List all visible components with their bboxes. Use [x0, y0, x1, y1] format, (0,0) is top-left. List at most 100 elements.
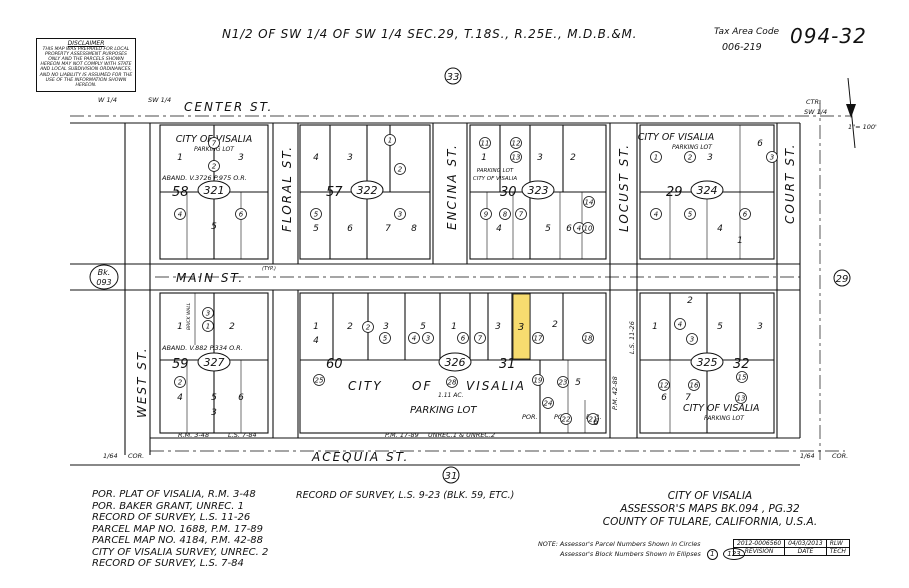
parcel-number[interactable]: 7	[685, 393, 691, 403]
parcel-number[interactable]: 18	[584, 335, 593, 343]
parcel-number[interactable]: 3	[690, 336, 694, 344]
parcel-number[interactable]: 4	[717, 224, 723, 234]
parcel-number[interactable]: 7	[519, 211, 524, 219]
parcel-circle	[739, 208, 751, 220]
parcel-number[interactable]: 5	[545, 224, 551, 234]
block-label-322: 322	[357, 184, 378, 197]
parcel-number[interactable]: 8	[503, 211, 508, 219]
parcel-number[interactable]: 6	[347, 224, 353, 234]
parcel-number[interactable]: 4	[178, 211, 182, 219]
parcel-number[interactable]: 12	[512, 140, 521, 148]
parcel-number[interactable]: 1	[654, 154, 658, 162]
parcel-number[interactable]: 3	[770, 154, 774, 162]
parcel-number[interactable]: 2	[570, 153, 576, 163]
parcel-number[interactable]: 23	[559, 379, 568, 387]
street-floral: FLORAL ST.	[280, 145, 294, 232]
parcel-number[interactable]: 13	[737, 395, 746, 403]
parcel-number[interactable]: 1	[388, 137, 392, 145]
parcel-number[interactable]: 2	[347, 322, 353, 332]
book-ref-right	[833, 269, 851, 287]
parcel-number[interactable]: 2	[229, 322, 235, 332]
parcel-number[interactable]: 8	[411, 224, 417, 234]
parcel-number[interactable]: 6	[566, 224, 572, 234]
title-line-1: CITY OF VISALIA	[667, 490, 753, 502]
parcel-number[interactable]: 3	[495, 322, 501, 332]
parcel-number[interactable]: 1	[652, 322, 658, 332]
parcel-number[interactable]: 3	[426, 335, 430, 343]
highlighted-parcel[interactable]	[512, 293, 531, 360]
block-number-32: 32	[733, 357, 750, 372]
parcel-number[interactable]: 3	[347, 153, 353, 163]
parcel-number[interactable]: 14	[585, 199, 594, 207]
parcel-number[interactable]: 15	[738, 374, 747, 382]
parcel-number[interactable]: 5	[211, 393, 217, 403]
parcel-number[interactable]: 21	[589, 416, 598, 424]
parcel-number[interactable]: 5	[211, 222, 217, 232]
parcel-number[interactable]: 2	[687, 296, 693, 306]
parcel-number[interactable]: 4	[313, 336, 319, 346]
parcel-number[interactable]: 4	[177, 393, 183, 403]
parcel-number[interactable]: 5	[575, 378, 581, 388]
parcel-number[interactable]: 10	[584, 225, 593, 233]
parcel-number[interactable]: 3	[206, 310, 210, 318]
parcel-number[interactable]: 9	[484, 211, 489, 219]
parcel-number[interactable]: 12	[660, 382, 669, 390]
parcel-number[interactable]: 5	[313, 224, 319, 234]
parcel-number[interactable]: 1	[313, 322, 319, 332]
parcel-number[interactable]: 16	[690, 382, 699, 390]
parcel-number[interactable]: 4	[678, 321, 682, 329]
parcel-number[interactable]: 1	[481, 153, 487, 163]
parcel-number[interactable]: 6	[461, 335, 466, 343]
parcel-number[interactable]: 1	[177, 153, 183, 163]
parcel-number[interactable]: 2	[552, 320, 558, 330]
parcel-number[interactable]: 5	[688, 211, 693, 219]
parcel-number[interactable]: 7	[478, 335, 483, 343]
parcel-circle	[684, 151, 696, 163]
parcel-number[interactable]: 2	[212, 163, 217, 171]
parcel-number[interactable]: 4	[412, 335, 416, 343]
parcel-number[interactable]: 1	[451, 322, 457, 332]
parcel-number[interactable]: 24	[544, 400, 553, 408]
parcel-number[interactable]: 3	[707, 153, 713, 163]
parcel-number[interactable]: 7	[385, 224, 391, 234]
parcel-number[interactable]: 5	[383, 335, 388, 343]
parcel-number[interactable]: 5	[314, 211, 319, 219]
parcel-number[interactable]: 2	[178, 379, 183, 387]
parcel-number[interactable]: 3	[383, 322, 389, 332]
parcel-number[interactable]: 7	[212, 140, 217, 148]
parcel-number[interactable]: 28	[448, 379, 457, 387]
parcel-number[interactable]: 6	[238, 393, 244, 403]
parcel-number[interactable]: 11	[481, 140, 490, 148]
parcel-number[interactable]: 19	[534, 377, 543, 385]
parcel-number[interactable]: 3	[537, 153, 543, 163]
parcel-number[interactable]: 2	[398, 166, 403, 174]
parcel-number[interactable]: 5	[717, 322, 723, 332]
parcel-number[interactable]: 1	[737, 236, 743, 246]
parcel-number[interactable]: 22	[562, 416, 571, 424]
parcel-number[interactable]: 4	[577, 225, 581, 233]
parcel-number[interactable]: 3	[757, 322, 763, 332]
parcel-number[interactable]: 6	[239, 211, 244, 219]
parcel-number[interactable]: 6	[593, 418, 599, 428]
parcel-number[interactable]: 1	[206, 323, 210, 331]
parcel-number[interactable]: 5	[420, 322, 426, 332]
parcel-number[interactable]: 4	[313, 153, 319, 163]
parcel-number[interactable]: 3	[238, 153, 244, 163]
parcel-number[interactable]: 4	[654, 211, 658, 219]
parcel-number[interactable]: 3	[398, 211, 402, 219]
parcel-number[interactable]: 13	[512, 154, 521, 162]
parcel-number[interactable]: 6	[661, 393, 667, 403]
parcel-number[interactable]: 6	[757, 139, 763, 149]
parcel-number[interactable]: 1	[177, 322, 183, 332]
parcel-number[interactable]: 17	[534, 335, 543, 343]
parcel-number[interactable]: 3	[211, 408, 217, 418]
revision-row: 2012-0006560 04/03/2013 RLW	[732, 539, 850, 548]
parcel-number[interactable]: 2	[688, 154, 693, 162]
parcel-circle	[394, 208, 406, 220]
parcel-number[interactable]: 2	[366, 324, 371, 332]
parcel-number[interactable]: 25	[315, 377, 324, 385]
parcel-number[interactable]: 6	[743, 211, 748, 219]
parcel-number[interactable]: 4	[496, 224, 502, 234]
block-label-324: 324	[697, 184, 718, 197]
